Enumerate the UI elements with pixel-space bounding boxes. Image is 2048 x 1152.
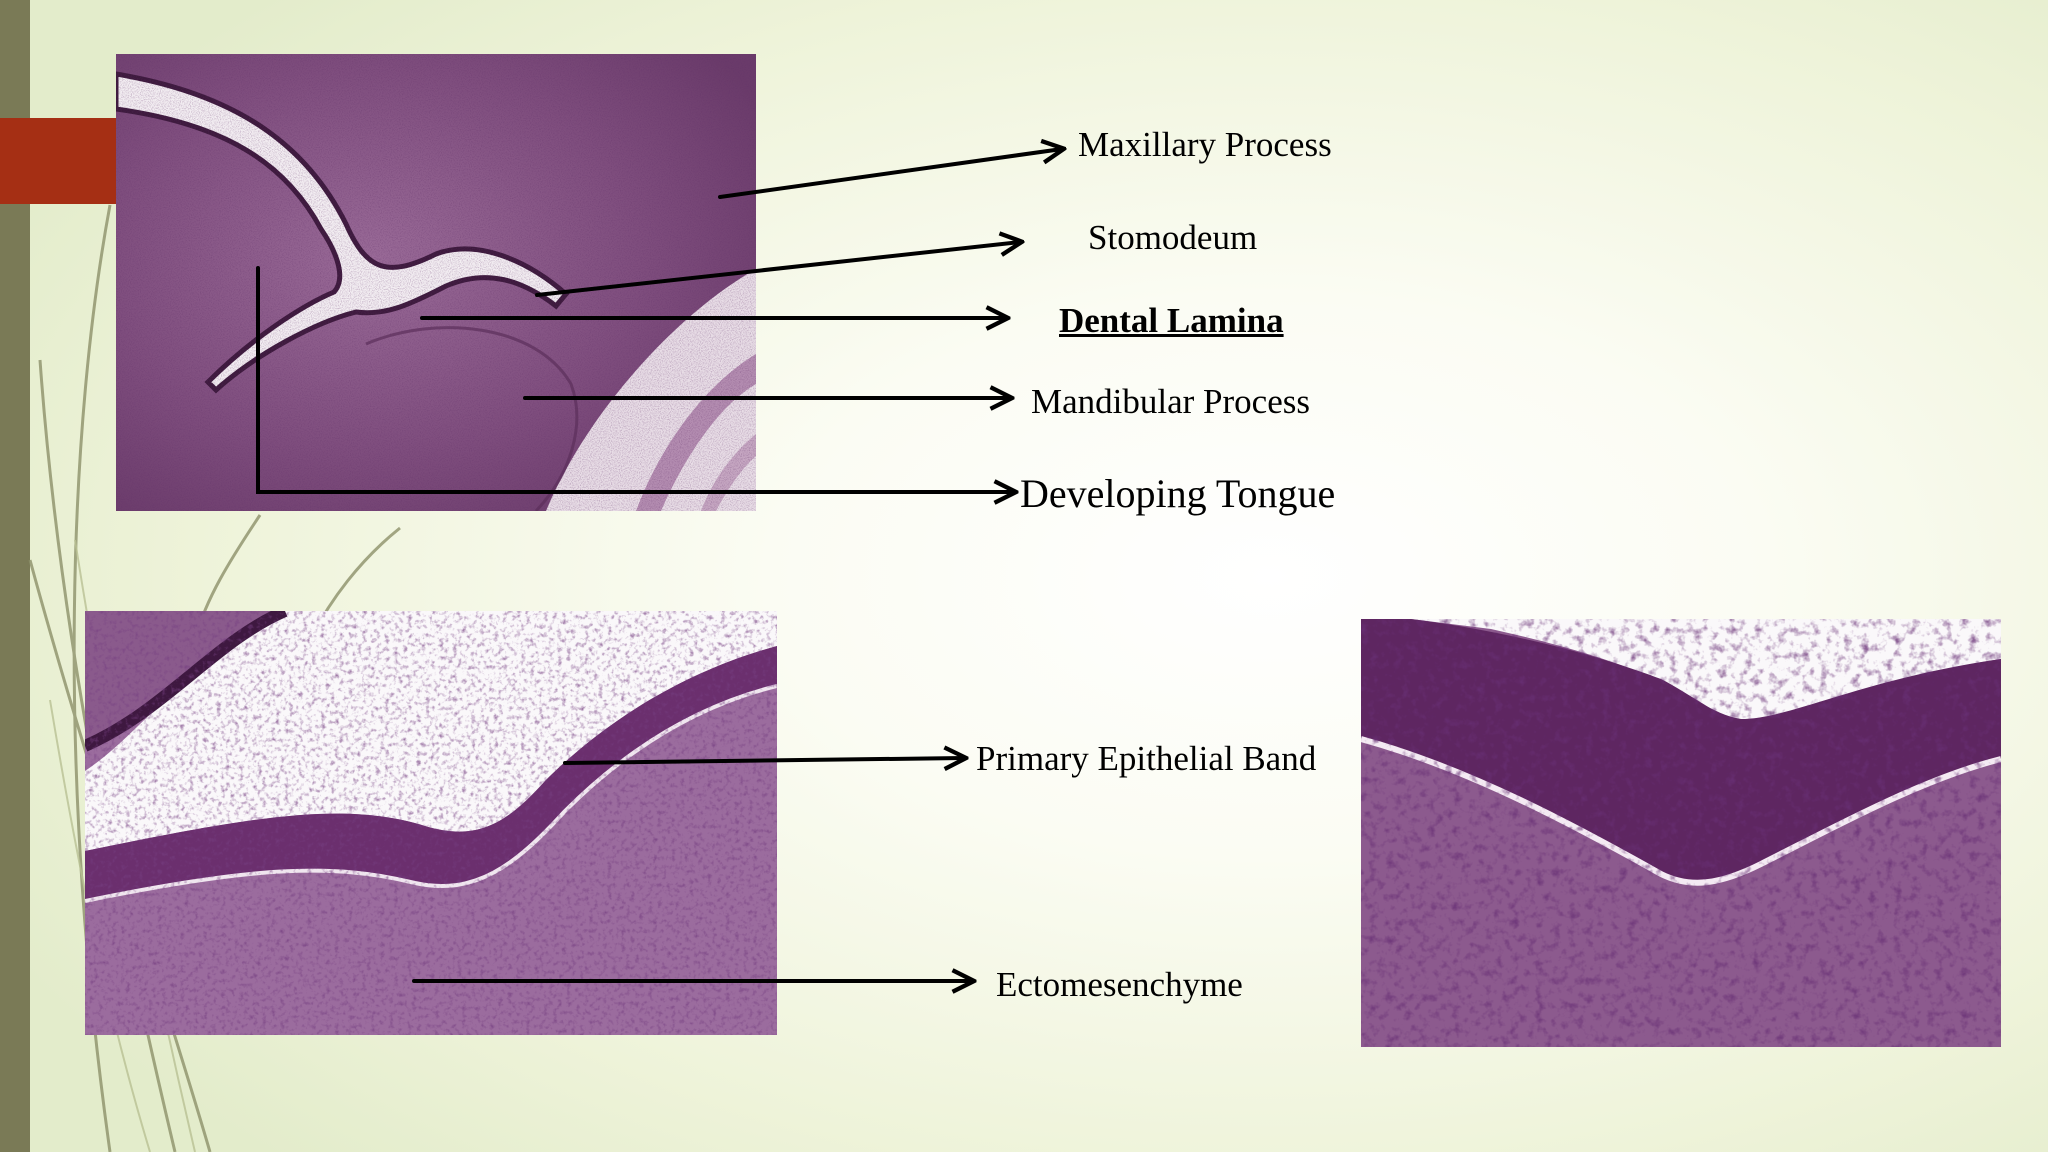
label-mandibular-process: Mandibular Process [1031, 382, 1310, 421]
accent-tab [0, 118, 116, 204]
label-developing-tongue: Developing Tongue [1020, 471, 1336, 516]
micrograph-high-magnification [1361, 619, 2001, 1047]
label-primary-epithelial-band: Primary Epithelial Band [976, 739, 1317, 778]
label-maxillary-process: Maxillary Process [1078, 125, 1332, 164]
label-stomodeum: Stomodeum [1088, 218, 1258, 257]
micrograph-primary-epithelial-band [85, 611, 777, 1035]
micrograph-oral-region [116, 54, 756, 511]
label-ectomesenchyme: Ectomesenchyme [996, 965, 1243, 1004]
label-dental-lamina: Dental Lamina [1059, 301, 1284, 340]
